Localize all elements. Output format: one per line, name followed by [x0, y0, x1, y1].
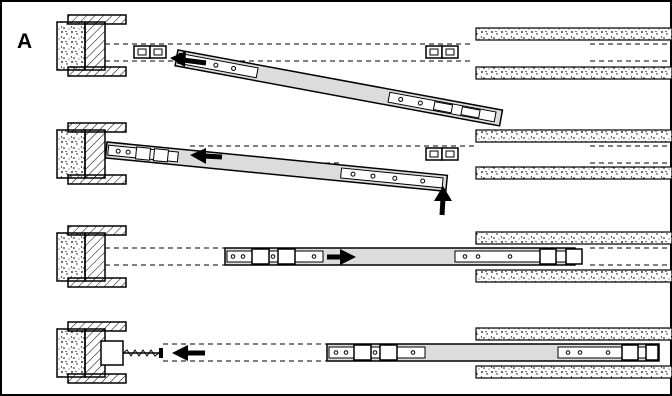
horizontal-rail: [224, 247, 583, 266]
panel-label: A: [17, 30, 33, 53]
left-wall-block: [56, 225, 127, 288]
step-4: [56, 321, 672, 384]
left-wall-block: [56, 14, 127, 77]
right-wall-top: [475, 129, 672, 143]
roller-left: [133, 45, 167, 59]
arrow-left-step4: [172, 345, 205, 361]
left-wall-block: [56, 122, 127, 185]
right-wall-top: [475, 327, 672, 341]
arrow-left-step2: [190, 148, 223, 164]
screw: [122, 348, 163, 358]
arrow-left-step1: [170, 51, 207, 67]
step-3: [56, 225, 672, 288]
right-wall-bottom: [475, 66, 672, 80]
tilted-rail: [104, 141, 449, 193]
right-wall-bottom: [475, 365, 672, 379]
left-wall-block: [56, 321, 127, 384]
step-2: [56, 122, 672, 216]
roller-right: [425, 147, 459, 161]
arrow-right-step3: [327, 249, 356, 265]
right-wall-top: [475, 231, 672, 245]
tilted-rail: [174, 49, 504, 127]
roller-right: [425, 45, 459, 59]
right-wall-bottom: [475, 166, 672, 180]
step-1: [56, 14, 672, 127]
right-wall-top: [475, 27, 672, 41]
right-wall-bottom: [475, 269, 672, 283]
horizontal-rail: [326, 343, 660, 362]
arrow-up-step2: [434, 186, 452, 216]
